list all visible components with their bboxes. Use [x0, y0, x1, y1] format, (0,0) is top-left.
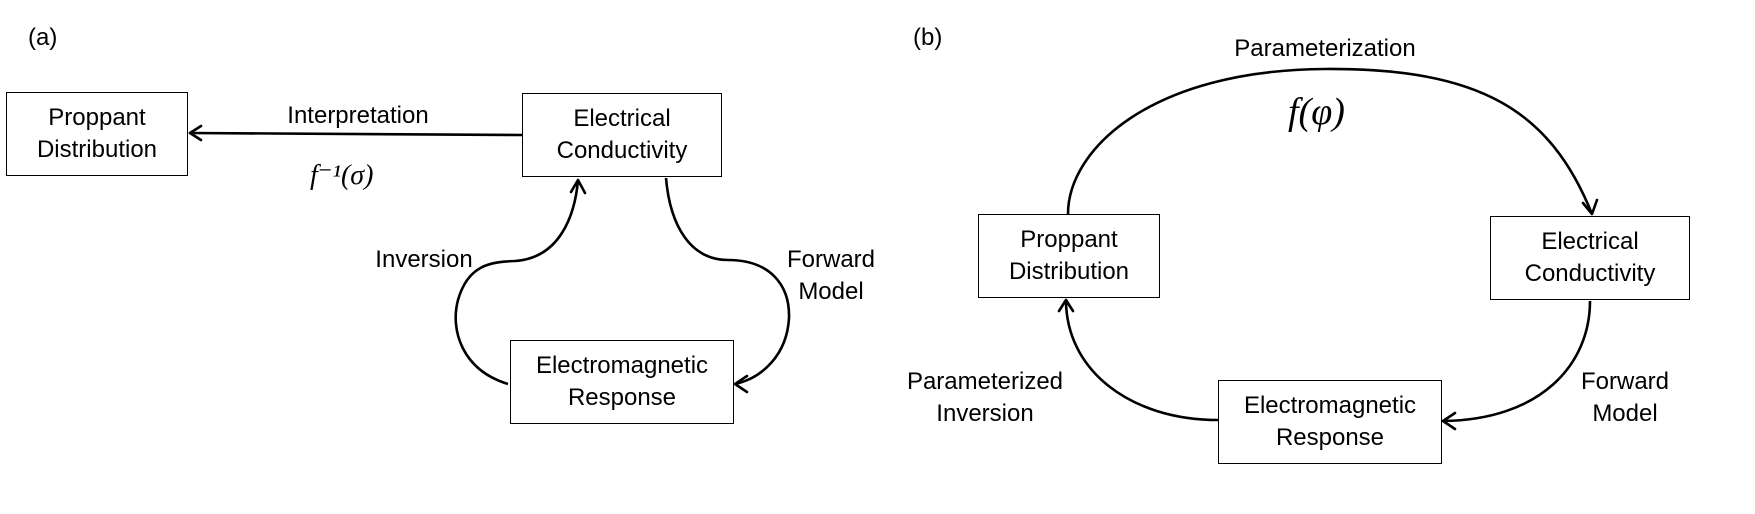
interpretation-arrowhead: [188, 124, 203, 142]
interpretation-formula: f⁻¹(σ): [310, 160, 374, 191]
panel-b-label: (b): [913, 24, 943, 51]
panel-b-conductivity-box: Electrical Conductivity: [1490, 216, 1690, 300]
panel-b-proppant-text: Proppant Distribution: [1008, 226, 1130, 285]
panel-b-proppant-box: Proppant Distribution: [978, 214, 1160, 298]
panel-b-conductivity-text: Electrical Conductivity: [1524, 228, 1656, 287]
panel-a-forward-model-label: Forward Model: [786, 246, 876, 305]
panel-a-proppant-text: Proppant Distribution: [36, 104, 158, 163]
panel-a-em-response-box: Electromagnetic Response: [510, 340, 734, 424]
parameterization-arrow: [1066, 67, 1594, 215]
panel-a-forward-model-arrowhead: [733, 374, 749, 394]
parameterized-inversion-arrow: [1064, 299, 1219, 422]
panel-b-forward-model-arrow: [1442, 300, 1592, 423]
panel-a-conductivity-box: Electrical Conductivity: [522, 93, 722, 177]
panel-a-em-response-text: Electromagnetic Response: [535, 352, 709, 411]
panel-b-forward-model-label: Forward Model: [1580, 368, 1670, 427]
panel-a-forward-model-arrow: [664, 177, 791, 386]
panel-a-proppant-box: Proppant Distribution: [6, 92, 188, 176]
panel-a-label: (a): [28, 24, 58, 51]
parameterized-inversion-label: Parameterized Inversion: [906, 368, 1064, 427]
inversion-arrowhead: [569, 178, 587, 195]
parameterization-arrowhead: [1581, 198, 1599, 216]
inversion-label: Inversion: [375, 246, 473, 273]
parameterized-inversion-arrowhead: [1057, 298, 1075, 313]
interpretation-arrow: [189, 131, 523, 137]
inversion-arrow: [454, 179, 580, 386]
panel-b-em-response-box: Electromagnetic Response: [1218, 380, 1442, 464]
panel-b-forward-model-arrowhead: [1441, 411, 1457, 431]
parameterization-label: Parameterization: [1234, 35, 1416, 62]
panel-b-em-response-text: Electromagnetic Response: [1243, 392, 1417, 451]
parameterization-formula: f(φ): [1288, 91, 1345, 133]
panel-a-conductivity-text: Electrical Conductivity: [556, 105, 688, 164]
interpretation-label: Interpretation: [287, 102, 429, 129]
